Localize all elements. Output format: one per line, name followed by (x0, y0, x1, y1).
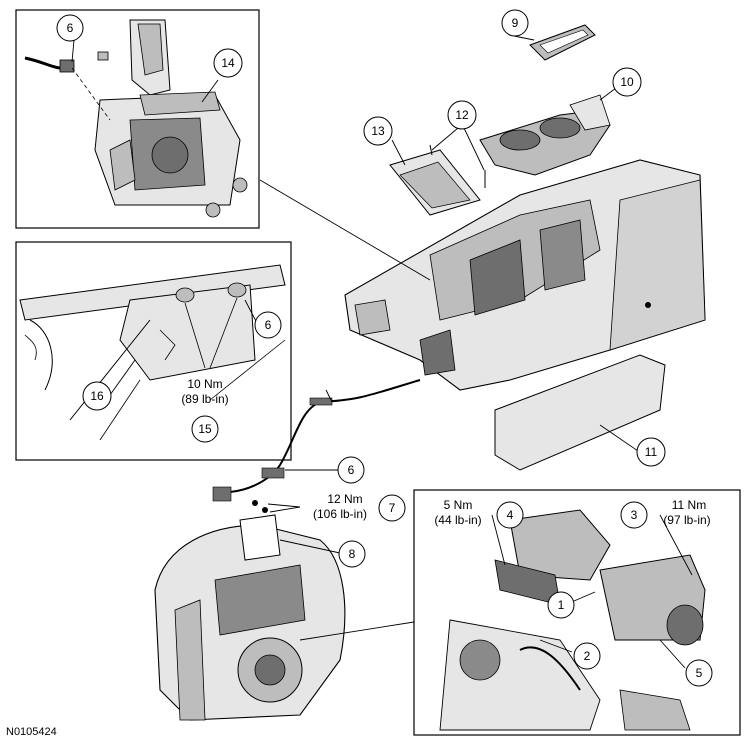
svg-text:9: 9 (512, 16, 519, 30)
torque-3-lbin: (97 lb-in) (663, 513, 710, 527)
callout-6-top: 6 (56, 14, 84, 42)
callout-3: 3 (620, 501, 648, 529)
torque-15-lbin: (89 lb-in) (181, 392, 228, 406)
shifter-assembly-illustration (24, 19, 248, 218)
svg-text:11: 11 (645, 445, 658, 459)
cup-holder-illustration (479, 94, 611, 176)
svg-text:6: 6 (348, 463, 355, 477)
callout-9: 9 (501, 9, 529, 37)
transmission-illustration (154, 500, 346, 721)
callout-13: 13 (363, 116, 393, 146)
svg-text:8: 8 (349, 547, 356, 561)
inset-bracket-frame (15, 241, 292, 461)
torque-7-nm: 12 Nm (327, 492, 362, 506)
torque-15-nm: 10 Nm (187, 377, 222, 391)
torque-4-nm: 5 Nm (444, 498, 473, 512)
callout-6-mid: 6 (254, 311, 282, 339)
callout-15: 15 (191, 415, 219, 443)
callout-5: 5 (685, 659, 713, 687)
torque-4-lbin: (44 lb-in) (434, 513, 481, 527)
svg-text:14: 14 (221, 56, 235, 70)
callout-8: 8 (338, 540, 366, 568)
callout-4: 4 (496, 501, 524, 529)
figure-id: N0105424 (6, 726, 57, 738)
leader-lines (71, 35, 693, 669)
console-side-panel (494, 354, 666, 471)
svg-text:6: 6 (265, 318, 272, 332)
callout-16: 16 (82, 381, 112, 411)
bracket-illustration (19, 264, 286, 441)
svg-text:12: 12 (455, 108, 469, 122)
shift-cable-illustration (229, 379, 421, 493)
svg-text:3: 3 (631, 508, 638, 522)
svg-text:6: 6 (67, 21, 74, 35)
inset-shifter-frame (15, 9, 260, 229)
svg-text:1: 1 (558, 598, 565, 612)
inset-engine-frame (413, 489, 741, 736)
torque-3-nm: 11 Nm (672, 498, 706, 512)
svg-text:15: 15 (198, 422, 212, 436)
torque-7-lbin: (106 lb-in) (313, 507, 367, 521)
callout-14: 14 (213, 48, 243, 78)
svg-text:10: 10 (620, 75, 634, 89)
svg-text:2: 2 (584, 649, 591, 663)
console-assembly-illustration (344, 159, 706, 391)
callout-2: 2 (573, 642, 601, 670)
callout-10: 10 (612, 67, 642, 97)
svg-text:16: 16 (90, 389, 104, 403)
callout-11: 11 (636, 437, 666, 467)
svg-text:4: 4 (507, 508, 514, 522)
svg-text:7: 7 (389, 501, 396, 515)
module-bracket-illustration (389, 144, 486, 216)
svg-text:5: 5 (696, 666, 703, 680)
callout-12: 12 (447, 100, 477, 130)
callout-1: 1 (547, 591, 575, 619)
engine-illustration (439, 509, 706, 731)
svg-text:13: 13 (371, 124, 385, 138)
callout-6-lower: 6 (337, 456, 365, 484)
callout-7: 7 (378, 494, 406, 522)
